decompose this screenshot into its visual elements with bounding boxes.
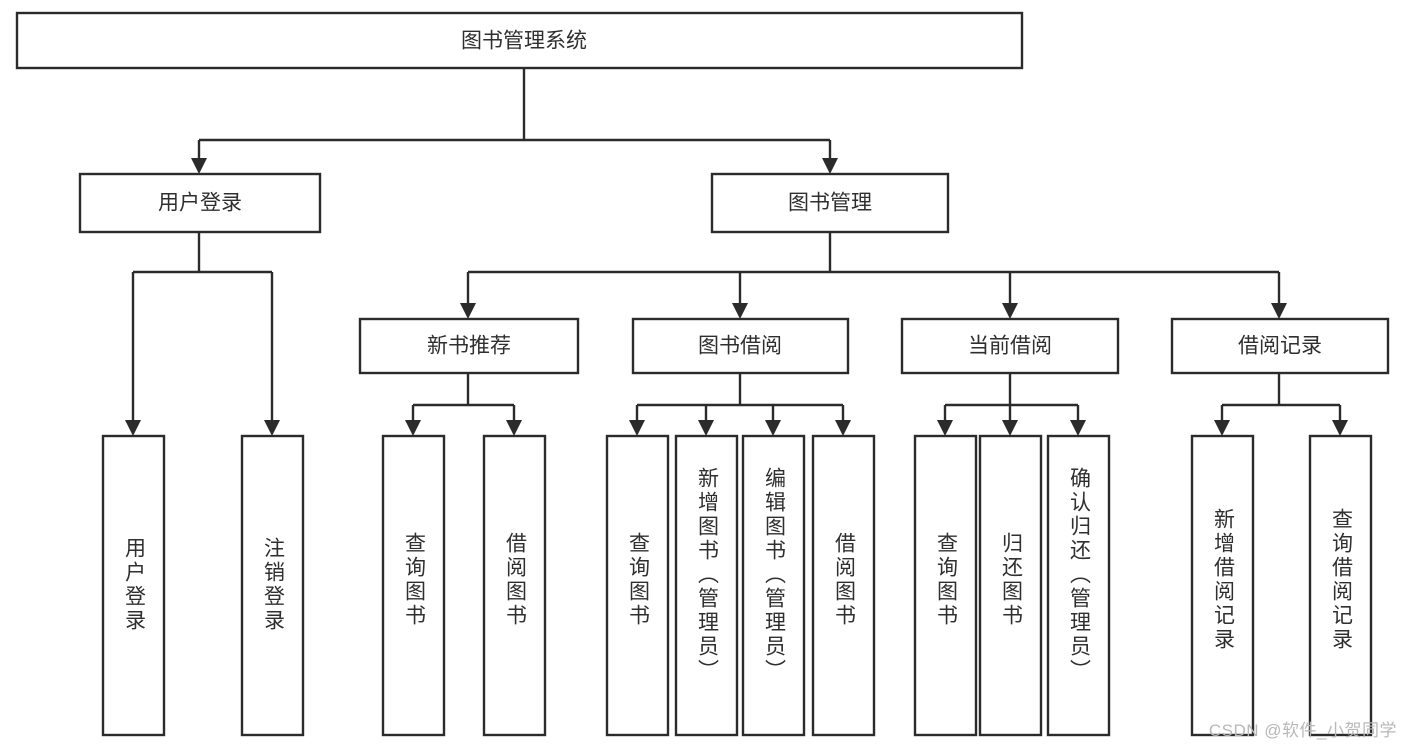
arrow-head-leaf-query-book-3 xyxy=(937,420,953,436)
arrow-head-leaf-return-book xyxy=(1002,420,1018,436)
node-leaf-borrow-book-2-label: 借阅图书 xyxy=(832,532,856,628)
node-leaf-edit-book-label: 编辑图书（管理员） xyxy=(762,467,786,683)
node-leaf-user-login-label: 用户登录 xyxy=(122,537,146,633)
node-book-manage[interactable]: 图书管理 xyxy=(710,172,950,234)
node-leaf-query-record[interactable]: 查询借阅记录 xyxy=(1308,434,1373,737)
node-leaf-confirm-return-label: 确认归还（管理员） xyxy=(1067,467,1091,683)
arrow-head-leaf-add-record xyxy=(1214,420,1230,436)
node-leaf-query-book-1[interactable]: 查询图书 xyxy=(381,434,446,737)
node-leaf-add-record-label: 新增借阅记录 xyxy=(1211,508,1235,652)
connector-layer xyxy=(125,68,1348,436)
node-root[interactable]: 图书管理系统 xyxy=(15,11,1024,70)
arrow-head-leaf-borrow-book-2 xyxy=(835,420,851,436)
node-current-borrow-box[interactable] xyxy=(900,317,1120,375)
node-leaf-add-record[interactable]: 新增借阅记录 xyxy=(1190,434,1255,737)
node-leaf-logout[interactable]: 注销登录 xyxy=(240,434,305,737)
arrow-head-user-login xyxy=(191,158,207,174)
node-leaf-query-record-label: 查询借阅记录 xyxy=(1329,508,1353,652)
node-new-book-rec-box[interactable] xyxy=(358,317,580,375)
node-leaf-query-book-2[interactable]: 查询图书 xyxy=(605,434,670,737)
node-leaf-query-book-2-box[interactable] xyxy=(605,434,670,737)
node-leaf-query-book-3-box[interactable] xyxy=(913,434,978,737)
node-leaf-query-book-3-label: 查询图书 xyxy=(934,532,958,628)
node-leaf-query-book-2-label: 查询图书 xyxy=(626,532,650,628)
node-leaf-query-book-3[interactable]: 查询图书 xyxy=(913,434,978,737)
arrow-head-leaf-edit-book xyxy=(765,420,781,436)
node-book-manage-box[interactable] xyxy=(710,172,950,234)
node-book-borrow-label: 图书借阅 xyxy=(698,335,782,358)
node-book-manage-label: 图书管理 xyxy=(788,192,872,215)
node-leaf-add-record-box[interactable] xyxy=(1190,434,1255,737)
node-leaf-query-book-1-box[interactable] xyxy=(381,434,446,737)
node-leaf-borrow-book-2-box[interactable] xyxy=(811,434,876,737)
arrow-head-current-borrow xyxy=(1002,303,1018,319)
node-leaf-return-book[interactable]: 归还图书 xyxy=(978,434,1043,737)
node-root-label: 图书管理系统 xyxy=(461,30,587,53)
node-leaf-borrow-book-1[interactable]: 借阅图书 xyxy=(482,434,547,737)
node-book-borrow[interactable]: 图书借阅 xyxy=(631,317,850,375)
arrow-head-leaf-query-record xyxy=(1332,420,1348,436)
node-borrow-record-label: 借阅记录 xyxy=(1238,335,1322,358)
node-borrow-record-box[interactable] xyxy=(1170,317,1390,375)
node-leaf-query-book-1-label: 查询图书 xyxy=(402,532,426,628)
node-user-login[interactable]: 用户登录 xyxy=(78,172,322,234)
node-user-login-box[interactable] xyxy=(78,172,322,234)
arrow-head-leaf-confirm-return xyxy=(1070,420,1086,436)
node-book-borrow-box[interactable] xyxy=(631,317,850,375)
node-leaf-confirm-return-box[interactable] xyxy=(1046,434,1111,737)
node-new-book-rec-label: 新书推荐 xyxy=(427,335,511,358)
node-leaf-return-book-label: 归还图书 xyxy=(999,532,1023,628)
node-leaf-add-book-label: 新增图书（管理员） xyxy=(695,467,719,683)
node-current-borrow[interactable]: 当前借阅 xyxy=(900,317,1120,375)
arrow-head-leaf-query-book-1 xyxy=(405,420,421,436)
node-borrow-record[interactable]: 借阅记录 xyxy=(1170,317,1390,375)
arrow-head-leaf-user-login xyxy=(125,420,141,436)
node-user-login-label: 用户登录 xyxy=(158,192,242,215)
arrow-head-book-manage xyxy=(822,158,838,174)
arrow-head-book-borrow xyxy=(732,303,748,319)
node-leaf-confirm-return[interactable]: 确认归还（管理员） xyxy=(1046,434,1111,737)
node-leaf-edit-book[interactable]: 编辑图书（管理员） xyxy=(741,434,806,737)
node-leaf-user-login-box[interactable] xyxy=(101,434,166,737)
arrow-head-leaf-borrow-book-1 xyxy=(506,420,522,436)
node-leaf-borrow-book-1-label: 借阅图书 xyxy=(503,532,527,628)
node-new-book-rec[interactable]: 新书推荐 xyxy=(358,317,580,375)
node-leaf-user-login[interactable]: 用户登录 xyxy=(101,434,166,737)
node-root-box[interactable] xyxy=(15,11,1024,70)
node-leaf-edit-book-box[interactable] xyxy=(741,434,806,737)
arrow-head-leaf-add-book xyxy=(698,420,714,436)
node-leaf-borrow-book-2[interactable]: 借阅图书 xyxy=(811,434,876,737)
arrow-head-leaf-query-book-2 xyxy=(629,420,645,436)
node-leaf-add-book[interactable]: 新增图书（管理员） xyxy=(674,434,739,737)
arrow-head-leaf-logout xyxy=(264,420,280,436)
arrow-head-new-book-rec xyxy=(460,303,476,319)
node-leaf-logout-label: 注销登录 xyxy=(261,537,285,633)
node-leaf-query-record-box[interactable] xyxy=(1308,434,1373,737)
node-current-borrow-label: 当前借阅 xyxy=(968,335,1052,358)
node-leaf-logout-box[interactable] xyxy=(240,434,305,737)
arrow-head-borrow-record xyxy=(1271,303,1287,319)
node-leaf-return-book-box[interactable] xyxy=(978,434,1043,737)
node-leaf-add-book-box[interactable] xyxy=(674,434,739,737)
node-leaf-borrow-book-1-box[interactable] xyxy=(482,434,547,737)
